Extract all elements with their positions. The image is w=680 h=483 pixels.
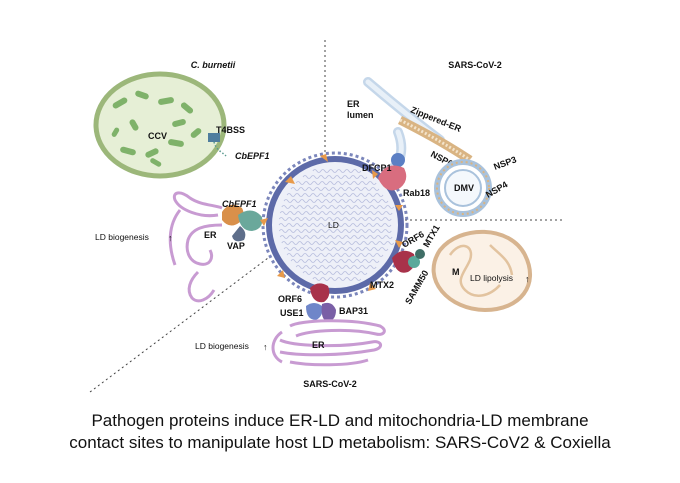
cbepf1-vap-complex <box>222 204 263 242</box>
section-title-sars-top: SARS-CoV-2 <box>448 60 502 70</box>
dmv-label: DMV <box>454 183 474 193</box>
ld-lipolysis-label: LD lipolysis <box>470 273 513 283</box>
up-arrow-left-icon: ↑ <box>168 233 173 243</box>
section-title-coxiella: C. burnetii <box>191 60 236 70</box>
er-lumen-label: ER lumen <box>347 99 374 120</box>
caption-line-2: contact sites to manipulate host LD meta… <box>69 433 611 452</box>
dfcp1-rab18-complex <box>378 153 407 191</box>
ccv-vacuole: CCV <box>93 71 227 179</box>
ld-biogenesis-bottom-label: LD biogenesis <box>195 341 249 351</box>
ld-core-lipids <box>278 169 395 281</box>
t4bss-label: T4BSS <box>216 125 245 135</box>
bap31-label: BAP31 <box>339 306 368 316</box>
ld-surface-proteins <box>260 154 403 291</box>
samm50-label: SAMM50 <box>403 269 430 306</box>
mtx-complex <box>392 249 425 273</box>
bacteria-group <box>111 90 202 167</box>
cbepf1-bound-text: CbEPF1 <box>222 199 257 209</box>
er-bottom-label: ER <box>312 340 325 350</box>
dmv-vesicle: DMV <box>434 159 492 217</box>
cbepf1-secreted-label: CbEPF1 <box>235 151 270 161</box>
nsp3-label: NSP3 <box>492 154 518 171</box>
er-left-label: ER <box>204 230 217 240</box>
use1-label: USE1 <box>280 308 304 318</box>
up-arrow-lipolysis-icon: ↑ <box>525 274 530 284</box>
rab18-label: Rab18 <box>403 188 430 198</box>
er-lumen-line2: lumen <box>347 110 374 120</box>
lipid-droplet: LD <box>261 151 409 299</box>
vap-label: VAP <box>227 241 245 251</box>
caption-line-1: Pathogen proteins induce ER-LD and mitoc… <box>91 411 589 430</box>
er-lumen-line1: ER <box>347 99 360 109</box>
ccv-label: CCV <box>148 131 167 141</box>
dfcp1-label: DFCP1 <box>362 163 392 173</box>
mtx2-label: MTX2 <box>370 280 394 290</box>
er-left <box>168 191 223 303</box>
divider-diagonal <box>89 257 269 393</box>
zippered-er <box>397 115 473 164</box>
cbepf1-bound-label: CbEPF1 <box>222 199 257 209</box>
mitochondrion: M <box>431 229 532 313</box>
orf6-bottom-label: ORF6 <box>278 294 302 304</box>
ld-label: LD <box>328 220 339 230</box>
orf6-use1-bap31-complex <box>306 283 336 322</box>
er-bottom <box>271 319 386 367</box>
orf6-right-label: ORF6 <box>400 229 426 250</box>
ld-biogenesis-left-label: LD biogenesis <box>95 232 149 242</box>
up-arrow-bottom-icon: ↑ <box>263 342 268 352</box>
t4bss-system: T4BSS CbEPF1 <box>208 125 270 161</box>
section-title-sars-bottom: SARS-CoV-2 <box>303 379 357 389</box>
mito-label: M <box>452 267 460 277</box>
